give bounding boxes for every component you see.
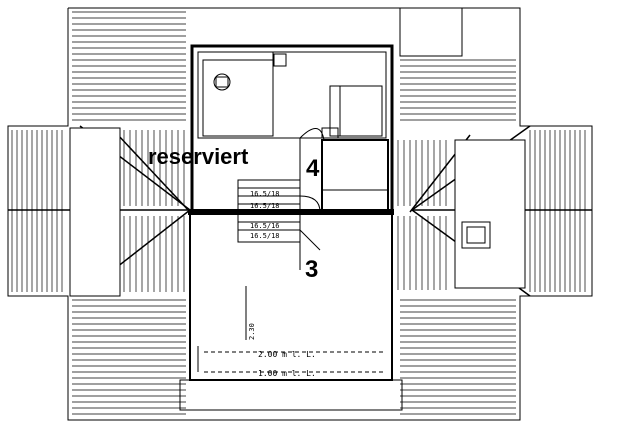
unit-4-room xyxy=(190,44,394,214)
stair-note-2: 16.5/18 xyxy=(250,202,280,210)
lower-roof-band xyxy=(179,379,403,411)
stair-note-3: 16.5/16 xyxy=(250,222,280,230)
unit-3-label: 3 xyxy=(305,256,318,283)
dim-2m: 2.00 m l. L. xyxy=(258,350,316,359)
gable-right xyxy=(454,139,526,289)
stair-note-4: 16.5/18 xyxy=(250,232,280,240)
gable-left xyxy=(69,127,121,297)
dim-1m: 1.00 m l. L. xyxy=(258,369,316,378)
unit-4-label: 4 xyxy=(306,155,320,182)
separation-wall xyxy=(188,209,394,215)
reserved-label: reserviert xyxy=(148,144,249,169)
roof-outline xyxy=(7,7,593,421)
unit-3-interior xyxy=(197,213,384,373)
dim-vertical: 2.30 xyxy=(248,323,256,340)
stair-note-1: 16.5/18 xyxy=(250,190,280,198)
unit-4-interior xyxy=(197,51,389,213)
roof-hatching xyxy=(11,11,586,415)
